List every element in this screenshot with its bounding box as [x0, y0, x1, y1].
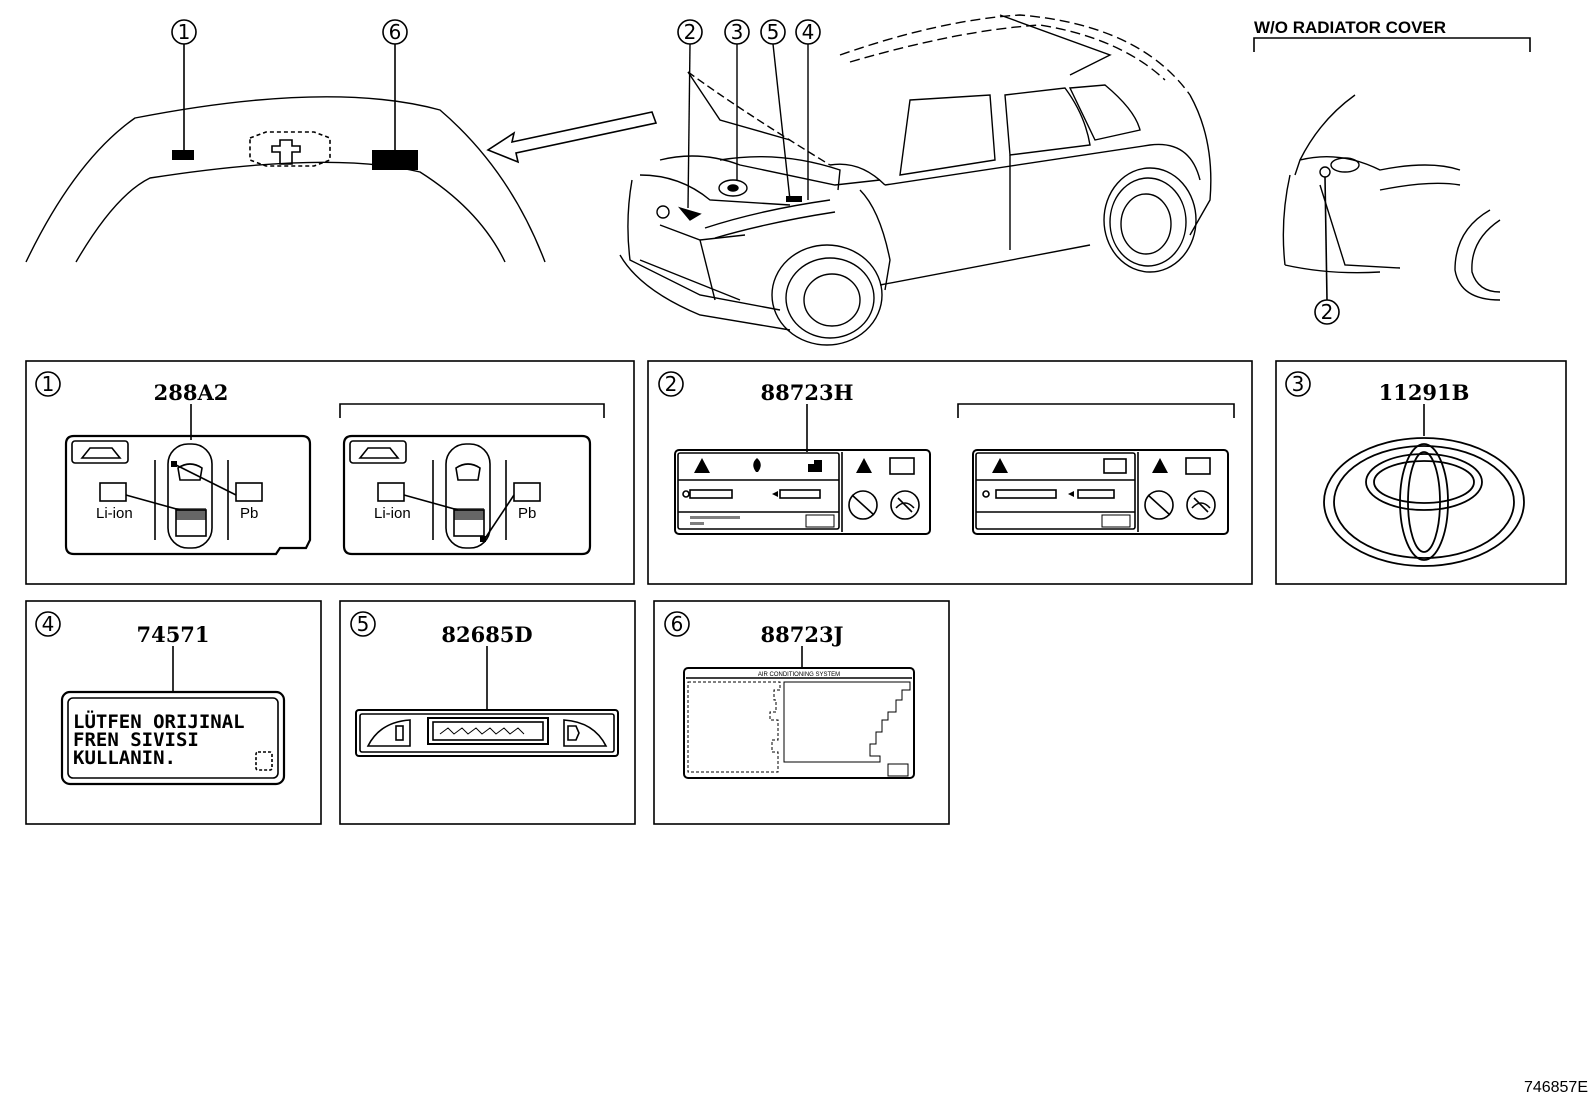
part-11291B: 11291B — [1379, 380, 1470, 405]
svg-text:2: 2 — [1321, 300, 1334, 324]
hood-underside-view: 1 6 — [25, 19, 546, 263]
svg-text:3: 3 — [1292, 372, 1305, 396]
panel-2: 2 88723H — [647, 360, 1253, 585]
brake-fluid-line-3: KULLANIN. — [73, 747, 176, 769]
svg-text:Li-ion: Li-ion — [374, 505, 411, 522]
panel-5: 5 82685D — [339, 600, 636, 825]
callout-2: 2 — [677, 19, 703, 45]
label-88723H-b — [972, 449, 1229, 535]
callout-4: 4 — [795, 19, 821, 45]
svg-text:W/O RADIATOR COVER: W/O RADIATOR COVER — [1254, 18, 1446, 37]
label-288A2-b: Li-ion Pb — [342, 434, 592, 556]
car-illustration — [619, 14, 1212, 346]
label-74571: LÜTFEN ORIJINAL FREN SIVISI KULLANIN. — [60, 690, 286, 786]
label-88723J: AIR CONDITIONING SYSTEM — [683, 667, 915, 779]
part-88723H: 88723H — [761, 380, 854, 405]
brake-fluid-line-1: LÜTFEN ORIJINAL — [73, 709, 245, 733]
svg-text:4: 4 — [42, 612, 55, 636]
panel-6: 6 88723J AIR CONDITIONING SYSTEM — [653, 600, 950, 825]
ac-system-header: AIR CONDITIONING SYSTEM — [758, 672, 840, 678]
wo-radiator-cover-view: W/O RADIATOR COVER 2 — [1253, 18, 1531, 325]
callout-1: 1 — [171, 19, 197, 45]
callout-5: 5 — [760, 19, 786, 45]
label-82685D — [355, 709, 619, 757]
view-arrow — [486, 111, 658, 164]
svg-text:1: 1 — [178, 20, 191, 44]
label-1-location — [172, 150, 194, 160]
svg-text:5: 5 — [767, 20, 780, 44]
callout-6: 6 — [382, 19, 408, 45]
svg-text:Li-ion: Li-ion — [96, 505, 133, 522]
svg-text:Pb: Pb — [518, 505, 536, 522]
part-82685D: 82685D — [441, 622, 532, 647]
svg-text:3: 3 — [731, 20, 744, 44]
panel-1: 1 288A2 Li-ion Pb — [25, 360, 635, 585]
toyota-emblem — [1323, 437, 1525, 567]
brake-fluid-line-2: FREN SIVISI — [73, 729, 199, 751]
label-6-location — [372, 150, 418, 170]
part-74571: 74571 — [136, 622, 209, 647]
panel-3: 3 11291B — [1275, 360, 1567, 585]
svg-text:6: 6 — [671, 612, 684, 636]
diagram-code: 746857E — [1524, 1079, 1588, 1096]
label-288A2-a: Li-ion Pb — [64, 434, 312, 556]
part-288A2: 288A2 — [154, 380, 229, 405]
part-88723J: 88723J — [761, 622, 844, 647]
svg-text:4: 4 — [802, 20, 815, 44]
svg-text:6: 6 — [389, 20, 402, 44]
svg-text:2: 2 — [684, 20, 697, 44]
label-88723H-a — [674, 449, 931, 535]
panel-4: 4 74571 LÜTFEN ORIJINAL FREN SIVISI KULL… — [25, 600, 322, 825]
callout-3: 3 — [724, 19, 750, 45]
svg-text:1: 1 — [42, 372, 55, 396]
svg-text:Pb: Pb — [240, 505, 258, 522]
svg-text:5: 5 — [357, 612, 370, 636]
svg-text:2: 2 — [665, 372, 678, 396]
